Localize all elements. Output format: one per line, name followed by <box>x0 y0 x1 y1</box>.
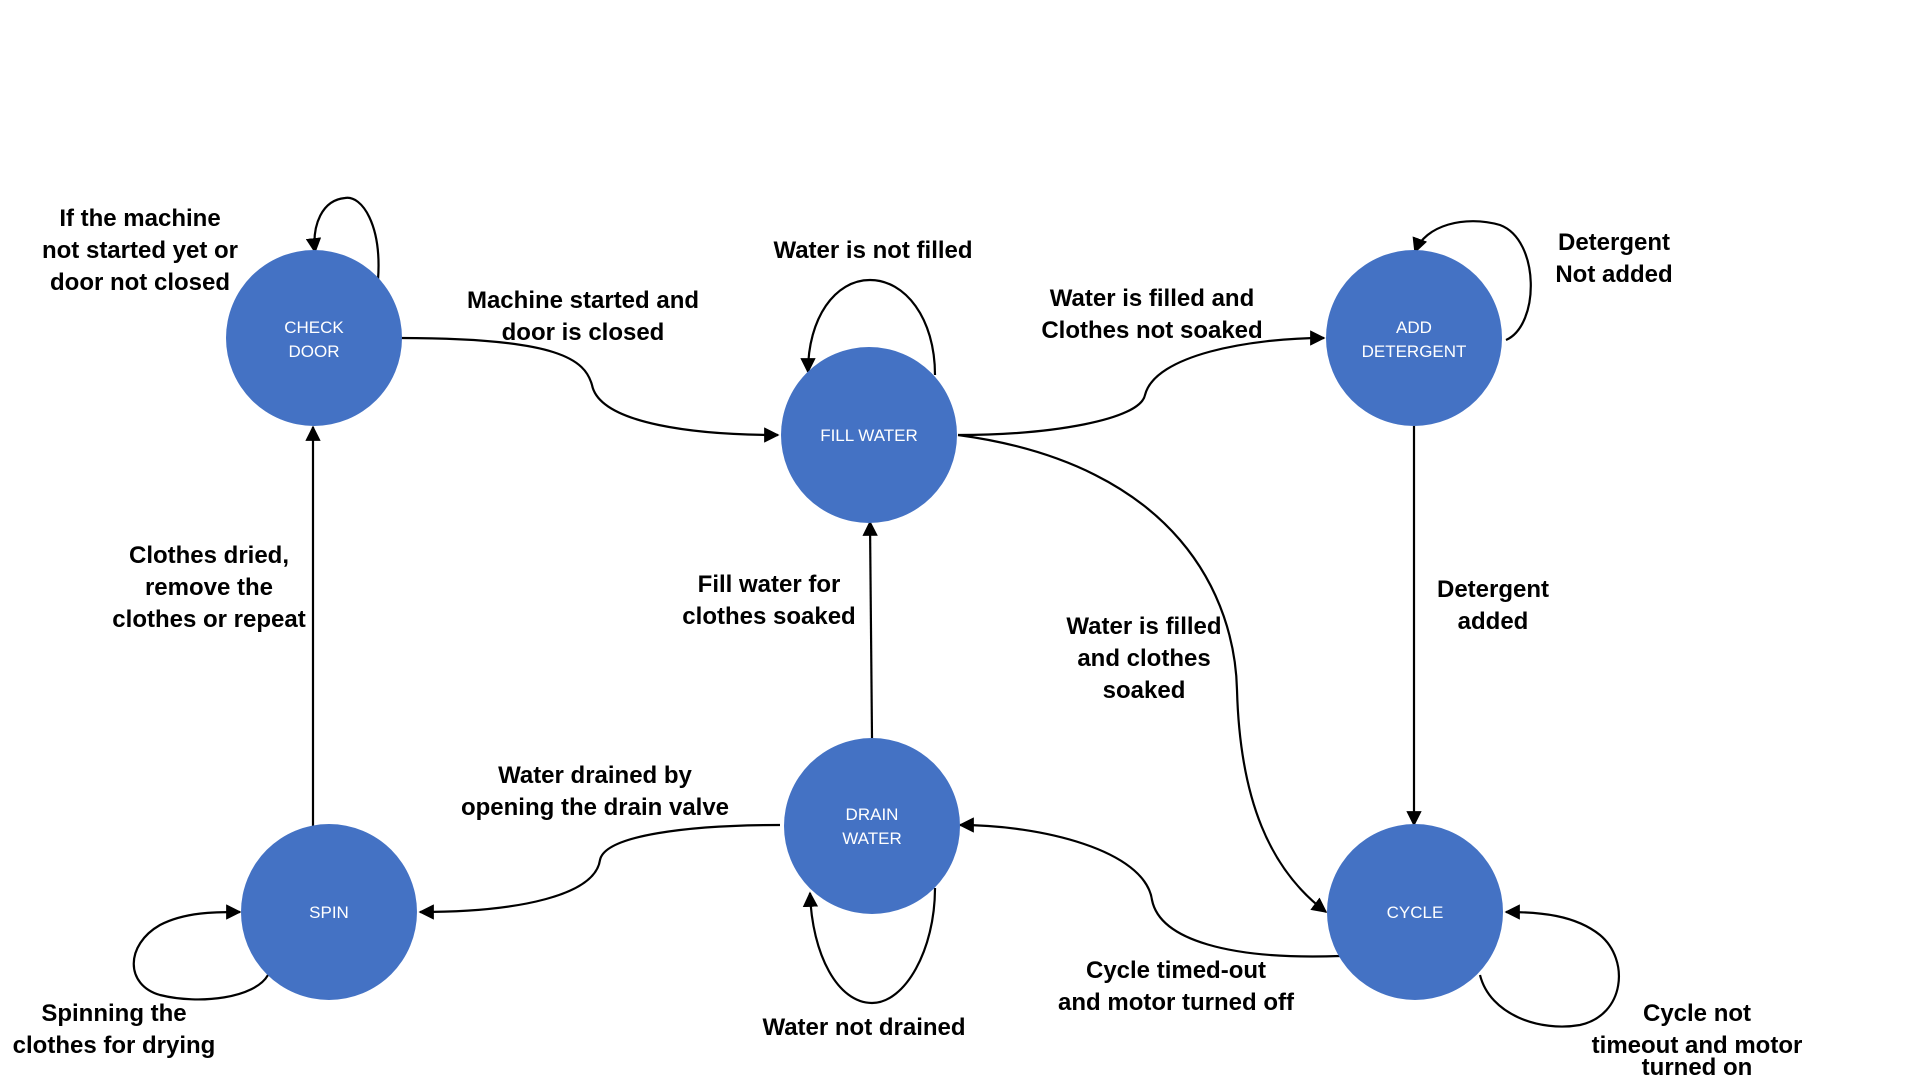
label-cycle-self: Cycle not timeout and motor turned on <box>1592 1000 1803 1080</box>
label-spin-to-check-door-line1: Clothes dried, <box>129 542 289 569</box>
label-drain-water-to-fill-water: Fill water for clothes soaked <box>682 571 855 630</box>
edge-drain-water-self <box>802 887 937 1005</box>
label-drain-water-to-fill-water-line2: clothes soaked <box>682 603 855 630</box>
label-check-door-to-fill-water: Machine started and door is closed <box>467 287 699 346</box>
label-fill-water-to-add-detergent: Water is filled and Clothes not soaked <box>1041 285 1262 344</box>
label-add-detergent-to-cycle-line2: added <box>1458 608 1529 635</box>
label-fill-water-to-cycle-line2: and clothes <box>1077 645 1210 672</box>
edge-drain-water-to-spin <box>418 823 781 920</box>
label-drain-water-to-spin: Water drained by opening the drain valve <box>461 762 729 821</box>
state-fill-water: FILL WATER <box>781 347 957 523</box>
edge-fill-water-self <box>800 278 937 376</box>
edge-add-detergent-self <box>1412 220 1532 342</box>
edge-cycle-self <box>1478 904 1621 1028</box>
transition-labels: If the machine not started yet or door n… <box>13 205 1803 1080</box>
state-check-door: CHECK DOOR <box>226 250 402 426</box>
state-add-detergent-label-line1: ADD <box>1396 318 1432 337</box>
state-check-door-label-line2: DOOR <box>289 342 340 361</box>
nodes: CHECK DOOR FILL WATER ADD DETERGENT DRAI… <box>226 250 1503 1000</box>
state-drain-water-label-line1: DRAIN <box>846 805 899 824</box>
label-drain-water-to-fill-water-line1: Fill water for <box>698 571 841 598</box>
edge-cycle-to-drain-water <box>958 817 1341 958</box>
label-spin-to-check-door-line2: remove the <box>145 574 273 601</box>
label-drain-water-self-line1: Water not drained <box>762 1014 965 1041</box>
edges <box>132 196 1621 1028</box>
label-spin-to-check-door: Clothes dried, remove the clothes or rep… <box>112 542 305 633</box>
label-add-detergent-self: Detergent Not added <box>1555 229 1672 288</box>
label-add-detergent-self-line1: Detergent <box>1558 229 1670 256</box>
label-cycle-to-drain-water: Cycle timed-out and motor turned off <box>1058 957 1295 1016</box>
label-check-door-to-fill-water-line1: Machine started and <box>467 287 699 314</box>
label-spin-self-line1: Spinning the <box>41 1000 186 1027</box>
state-add-detergent: ADD DETERGENT <box>1326 250 1502 426</box>
label-check-door-self-line2: not started yet or <box>42 237 238 264</box>
state-check-door-label-line1: CHECK <box>284 318 344 337</box>
label-fill-water-to-cycle-line1: Water is filled <box>1066 613 1221 640</box>
label-drain-water-to-spin-line2: opening the drain valve <box>461 794 729 821</box>
label-spin-self: Spinning the clothes for drying <box>13 1000 216 1059</box>
state-spin-label: SPIN <box>309 903 349 922</box>
label-add-detergent-to-cycle-line1: Detergent <box>1437 576 1549 603</box>
label-add-detergent-to-cycle: Detergent added <box>1437 576 1549 635</box>
label-fill-water-to-add-detergent-line1: Water is filled and <box>1050 285 1254 312</box>
edge-drain-water-to-fill-water <box>862 520 878 739</box>
state-drain-water: DRAIN WATER <box>784 738 960 914</box>
label-cycle-self-line2: timeout and motor <box>1592 1032 1803 1059</box>
label-spin-self-line2: clothes for drying <box>13 1032 216 1059</box>
state-drain-water-label-line2: WATER <box>842 829 902 848</box>
label-add-detergent-self-line2: Not added <box>1555 261 1672 288</box>
edge-check-door-self <box>305 196 380 281</box>
label-fill-water-self-line1: Water is not filled <box>773 237 972 264</box>
label-fill-water-to-cycle: Water is filled and clothes soaked <box>1066 613 1221 704</box>
label-check-door-to-fill-water-line2: door is closed <box>502 319 665 346</box>
label-fill-water-self: Water is not filled <box>773 237 972 264</box>
edge-check-door-to-fill-water <box>399 336 780 443</box>
label-cycle-to-drain-water-line1: Cycle timed-out <box>1086 957 1266 984</box>
state-cycle: CYCLE <box>1327 824 1503 1000</box>
label-check-door-self-line3: door not closed <box>50 269 230 296</box>
edge-fill-water-to-add-detergent <box>957 330 1326 437</box>
state-spin: SPIN <box>241 824 417 1000</box>
label-check-door-self-line1: If the machine <box>59 205 220 232</box>
label-spin-to-check-door-line3: clothes or repeat <box>112 606 305 633</box>
label-cycle-self-line1: Cycle not <box>1643 1000 1751 1027</box>
label-cycle-to-drain-water-line2: and motor turned off <box>1058 989 1295 1016</box>
state-cycle-label: CYCLE <box>1387 903 1444 922</box>
label-drain-water-self: Water not drained <box>762 1014 965 1041</box>
edge-spin-self <box>132 904 269 1001</box>
label-fill-water-to-add-detergent-line2: Clothes not soaked <box>1041 317 1262 344</box>
label-cycle-self-line3: turned on <box>1642 1054 1753 1080</box>
state-fill-water-label: FILL WATER <box>820 426 918 445</box>
label-fill-water-to-cycle-line3: soaked <box>1103 677 1186 704</box>
state-add-detergent-label-line2: DETERGENT <box>1362 342 1467 361</box>
label-drain-water-to-spin-line1: Water drained by <box>498 762 692 789</box>
edge-fill-water-to-cycle <box>957 433 1328 913</box>
label-check-door-self: If the machine not started yet or door n… <box>42 205 238 296</box>
